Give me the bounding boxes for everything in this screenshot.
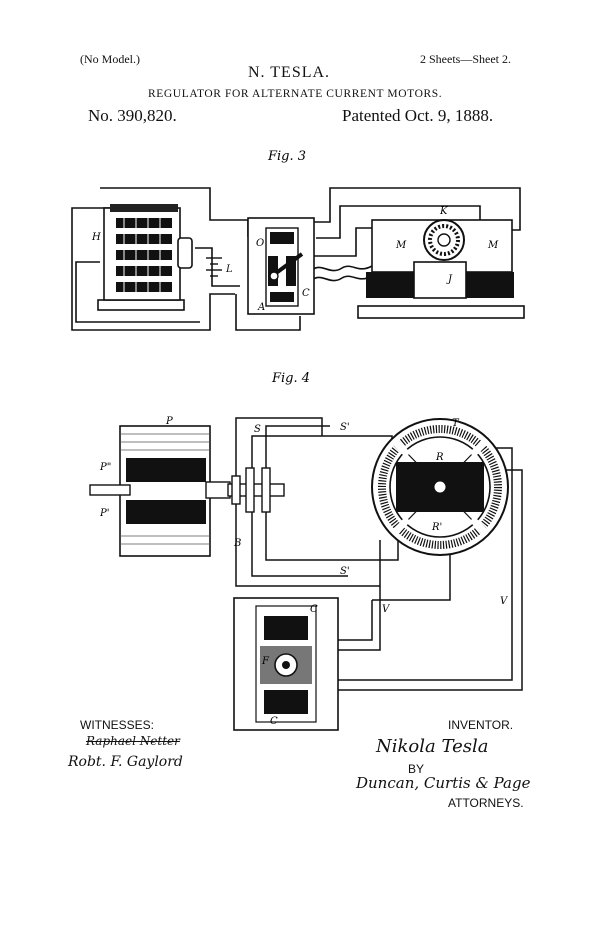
witnesses-label: WITNESSES: <box>80 718 155 732</box>
fig4-letter-v2: V <box>500 596 509 607</box>
fig4-letter-r1: R' <box>431 522 442 533</box>
fig4-ring-motor: T R R' <box>371 418 509 556</box>
fig4-generator: P P" P' <box>89 416 231 557</box>
fig3-letter-j: J <box>446 274 453 285</box>
fig4-letter-p2: P" <box>99 462 111 473</box>
fig3-letter-o: O <box>256 238 264 249</box>
by-label: BY <box>408 762 425 776</box>
inventor-name: N. TESLA. <box>248 64 331 81</box>
fig3-motor: K M M J <box>357 206 525 319</box>
fig4-letter-s1: S' <box>340 422 350 433</box>
witness-signature-2: Robt. F. Gaylord <box>68 754 183 770</box>
inventor-signature: Nikola Tesla <box>376 736 489 757</box>
attorneys-label: ATTORNEYS. <box>448 796 524 810</box>
attorneys-signature: Duncan, Curtis & Page <box>356 774 531 792</box>
patent-title: REGULATOR FOR ALTERNATE CURRENT MOTORS. <box>148 88 443 100</box>
fig4-letter-c-top: C <box>310 604 318 615</box>
fig3-battery-l: L <box>206 257 233 277</box>
fig4-letter-f: F <box>261 656 270 667</box>
fig4-letter-v1: V <box>382 604 391 615</box>
fig4-letter-c-bottom: C <box>270 716 278 727</box>
fig4-letter-r: R <box>435 452 444 463</box>
fig4-regulator: C C F <box>233 597 339 731</box>
figure-3: Fig. 3 <box>71 149 525 331</box>
sheet-number: 2 Sheets—Sheet 2. <box>420 52 511 66</box>
fig3-letter-m-right: M <box>487 240 499 251</box>
figure-4: Fig. 4 P P" P' S B <box>89 371 523 731</box>
patent-date: Patented Oct. 9, 1888. <box>342 106 494 125</box>
fig3-letter-h: H <box>91 232 101 243</box>
fig3-label: Fig. 3 <box>267 149 306 164</box>
fig4-letter-s: S <box>254 424 261 435</box>
witness-signature-1: Raphael Netter <box>86 734 180 748</box>
fig3-letter-m-left: M <box>395 240 407 251</box>
inventor-label: INVENTOR. <box>448 718 514 732</box>
fig4-label: Fig. 4 <box>271 371 310 386</box>
fig3-letter-c: C <box>302 288 310 299</box>
no-model-note: (No Model.) <box>80 52 140 66</box>
fig4-letter-t: T <box>452 418 460 429</box>
fig3-letter-a: A <box>257 302 265 313</box>
fig4-letter-b: B <box>233 538 241 549</box>
fig3-letter-l: L <box>225 264 233 275</box>
fig3-letter-k: K <box>439 206 448 217</box>
fig4-letter-p: P <box>165 416 173 427</box>
fig4-letter-s2: S' <box>340 566 350 577</box>
fig4-letter-p1: P' <box>99 508 109 519</box>
fig4-collector: S B <box>227 424 285 549</box>
patent-number: No. 390,820. <box>88 106 177 125</box>
fig3-switch: O A C <box>247 217 315 315</box>
fig3-machine-h: H <box>91 204 193 311</box>
